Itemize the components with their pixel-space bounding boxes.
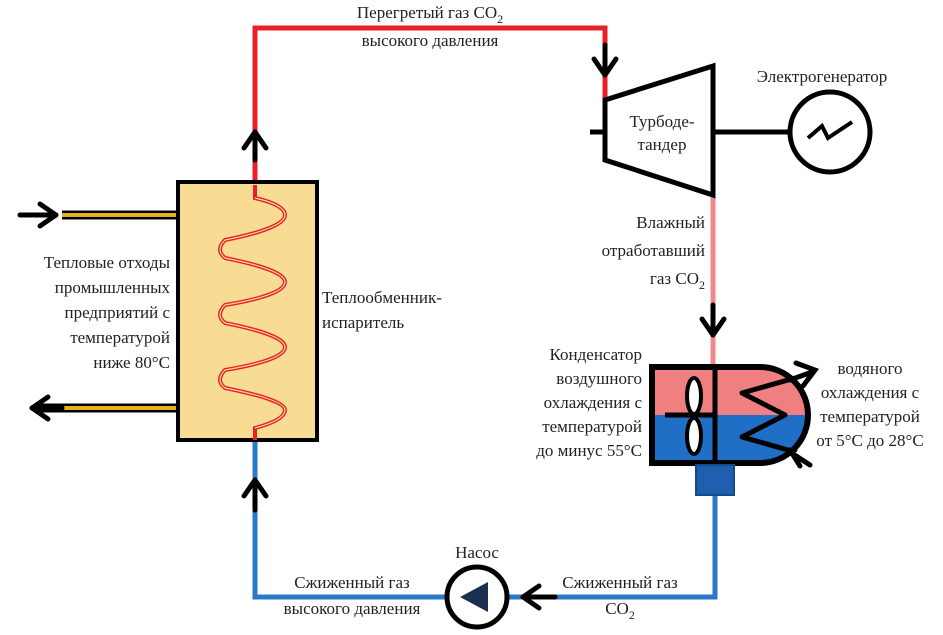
heat-exchanger-evaporator (176, 180, 319, 442)
label-liquid-gas-right-2: CO2 (605, 599, 635, 622)
svg-text:водяного: водяного (837, 359, 902, 378)
arrow-up-icon (241, 129, 269, 163)
label-top-pipe: Перегретый газ CO2 (357, 3, 503, 26)
label-heat-exchanger: Теплообменник- испаритель (322, 288, 442, 332)
label-generator: Электрогенератор (757, 67, 887, 86)
condenser (649, 360, 820, 496)
electric-generator (787, 89, 873, 175)
hot-gas-pipe (252, 25, 608, 182)
arrow-down-icon (591, 42, 619, 78)
svg-text:предприятий с: предприятий с (64, 303, 170, 322)
label-water-condenser: водяного охлаждения с температурой от 5°… (816, 359, 923, 450)
label-waste-heat: Тепловые отходы промышленных предприятий… (44, 253, 171, 372)
label-wet-gas: Влажный (636, 213, 705, 232)
label-turbine: Турбоде- (629, 112, 694, 131)
pump-triangle-icon (460, 582, 488, 612)
svg-text:Конденсатор: Конденсатор (550, 345, 642, 364)
label-air-condenser: Конденсатор воздушного охлаждения с темп… (536, 345, 642, 460)
liquid-gas-pipe (507, 495, 718, 600)
label-wet-gas-2: отработавший (602, 241, 705, 260)
label-liquid-gas-right: Сжиженный газ (562, 573, 678, 592)
svg-text:от 5°C до 28°C: от 5°C до 28°C (816, 431, 923, 450)
sine-wave-icon (806, 120, 854, 141)
svg-text:охлаждения с: охлаждения с (544, 393, 643, 412)
svg-text:воздушного: воздушного (556, 369, 642, 388)
svg-text:Теплообменник-: Теплообменник- (322, 288, 442, 307)
condenser-receiver (695, 464, 735, 496)
fan-icon (665, 376, 715, 456)
label-liquid-gas-left-2: высокого давления (284, 599, 421, 618)
arrow-left-icon (29, 394, 65, 422)
svg-text:Тепловые отходы: Тепловые отходы (44, 253, 171, 272)
arrow-left-icon (520, 583, 558, 611)
label-wet-gas-3: газ CO2 (650, 269, 705, 292)
arrow-out-icon (793, 360, 820, 389)
svg-text:охлаждения с: охлаждения с (821, 383, 920, 402)
arrow-up-icon (241, 477, 269, 513)
label-pump: Насос (455, 543, 499, 562)
label-top-pipe-2: высокого давления (362, 31, 499, 50)
svg-text:до минус 55°C: до минус 55°C (536, 441, 642, 460)
high-pressure-liquid-pipe (252, 425, 447, 600)
svg-text:промышленных: промышленных (55, 278, 171, 297)
svg-text:испаритель: испаритель (322, 313, 404, 332)
svg-text:температурой: температурой (70, 328, 170, 347)
arrow-down-icon (699, 302, 727, 338)
svg-text:ниже 80°C: ниже 80°C (93, 353, 170, 372)
turbo-expander (602, 62, 716, 199)
arrow-in-icon (785, 447, 803, 469)
svg-text:температурой: температурой (542, 417, 642, 436)
arrow-right-icon (17, 201, 59, 229)
label-turbine-2: тандер (638, 135, 687, 154)
svg-text:температурой: температурой (820, 407, 920, 426)
water-coil (739, 375, 796, 455)
label-liquid-gas-left: Сжиженный газ (294, 573, 410, 592)
